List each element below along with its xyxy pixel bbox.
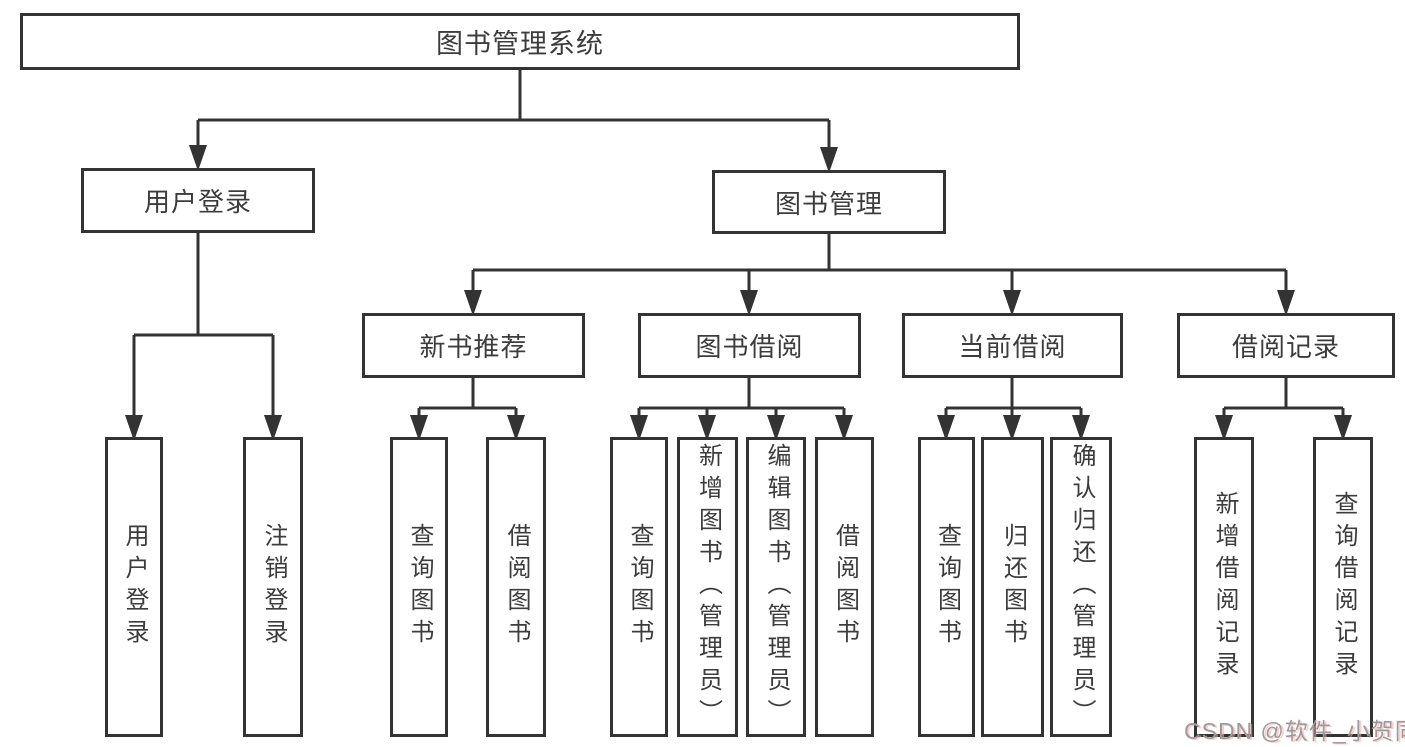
node-user-login-label: 用户登录 xyxy=(143,187,252,217)
leaf-return-books: 归还图书 xyxy=(981,437,1044,737)
node-book-management-label: 图书管理 xyxy=(774,188,883,219)
leaf-edit-books-admin: 编辑图书（管理员） xyxy=(746,437,806,737)
leaf-borrow-books-2-label: 借阅图书 xyxy=(831,523,859,651)
leaf-borrow-books-2: 借阅图书 xyxy=(815,437,874,737)
leaf-add-borrow-record-label: 新增借阅记录 xyxy=(1211,491,1238,683)
leaf-confirm-return-admin: 确认归还（管理员） xyxy=(1050,437,1112,737)
leaf-query-borrow-record-label: 查询借阅记录 xyxy=(1330,491,1357,683)
leaf-add-borrow-record: 新增借阅记录 xyxy=(1194,437,1254,737)
node-book-borrow-label: 图书借阅 xyxy=(695,332,804,362)
leaf-return-books-label: 归还图书 xyxy=(999,523,1027,651)
leaf-query-borrow-record: 查询借阅记录 xyxy=(1313,437,1373,737)
leaf-confirm-return-admin-label: 确认归还（管理员） xyxy=(1068,443,1095,731)
node-root: 图书管理系统 xyxy=(20,13,1020,70)
leaf-borrow-books-1-label: 借阅图书 xyxy=(503,523,530,651)
leaf-query-books-2-label: 查询图书 xyxy=(626,523,653,651)
leaf-borrow-books-1: 借阅图书 xyxy=(486,437,546,737)
leaf-user-login: 用户登录 xyxy=(105,437,163,737)
csdn-watermark: CSDN @软件_小贺同学 xyxy=(1184,718,1405,744)
node-borrow-records-label: 借阅记录 xyxy=(1231,332,1340,362)
leaf-logout: 注销登录 xyxy=(243,437,303,737)
node-new-book-recommend: 新书推荐 xyxy=(362,313,585,378)
leaf-edit-books-admin-label: 编辑图书（管理员） xyxy=(763,443,790,731)
node-user-login: 用户登录 xyxy=(81,168,315,233)
node-book-borrow: 图书借阅 xyxy=(638,313,861,378)
leaf-query-books-1: 查询图书 xyxy=(390,437,448,737)
leaf-add-books-admin: 新增图书（管理员） xyxy=(677,437,738,737)
node-root-label: 图书管理系统 xyxy=(436,29,604,59)
leaf-query-books-3: 查询图书 xyxy=(918,437,975,737)
leaf-logout-label: 注销登录 xyxy=(260,523,287,651)
leaf-query-books-3-label: 查询图书 xyxy=(933,523,961,651)
node-borrow-records: 借阅记录 xyxy=(1177,313,1395,378)
node-new-book-recommend-label: 新书推荐 xyxy=(419,332,528,362)
node-current-borrow-label: 当前借阅 xyxy=(958,332,1067,362)
leaf-query-books-2: 查询图书 xyxy=(610,437,668,737)
node-current-borrow: 当前借阅 xyxy=(902,313,1123,378)
leaf-query-books-1-label: 查询图书 xyxy=(406,523,433,651)
leaf-user-login-label: 用户登录 xyxy=(121,523,148,651)
leaf-add-books-admin-label: 新增图书（管理员） xyxy=(694,443,722,731)
node-book-management: 图书管理 xyxy=(712,170,946,234)
